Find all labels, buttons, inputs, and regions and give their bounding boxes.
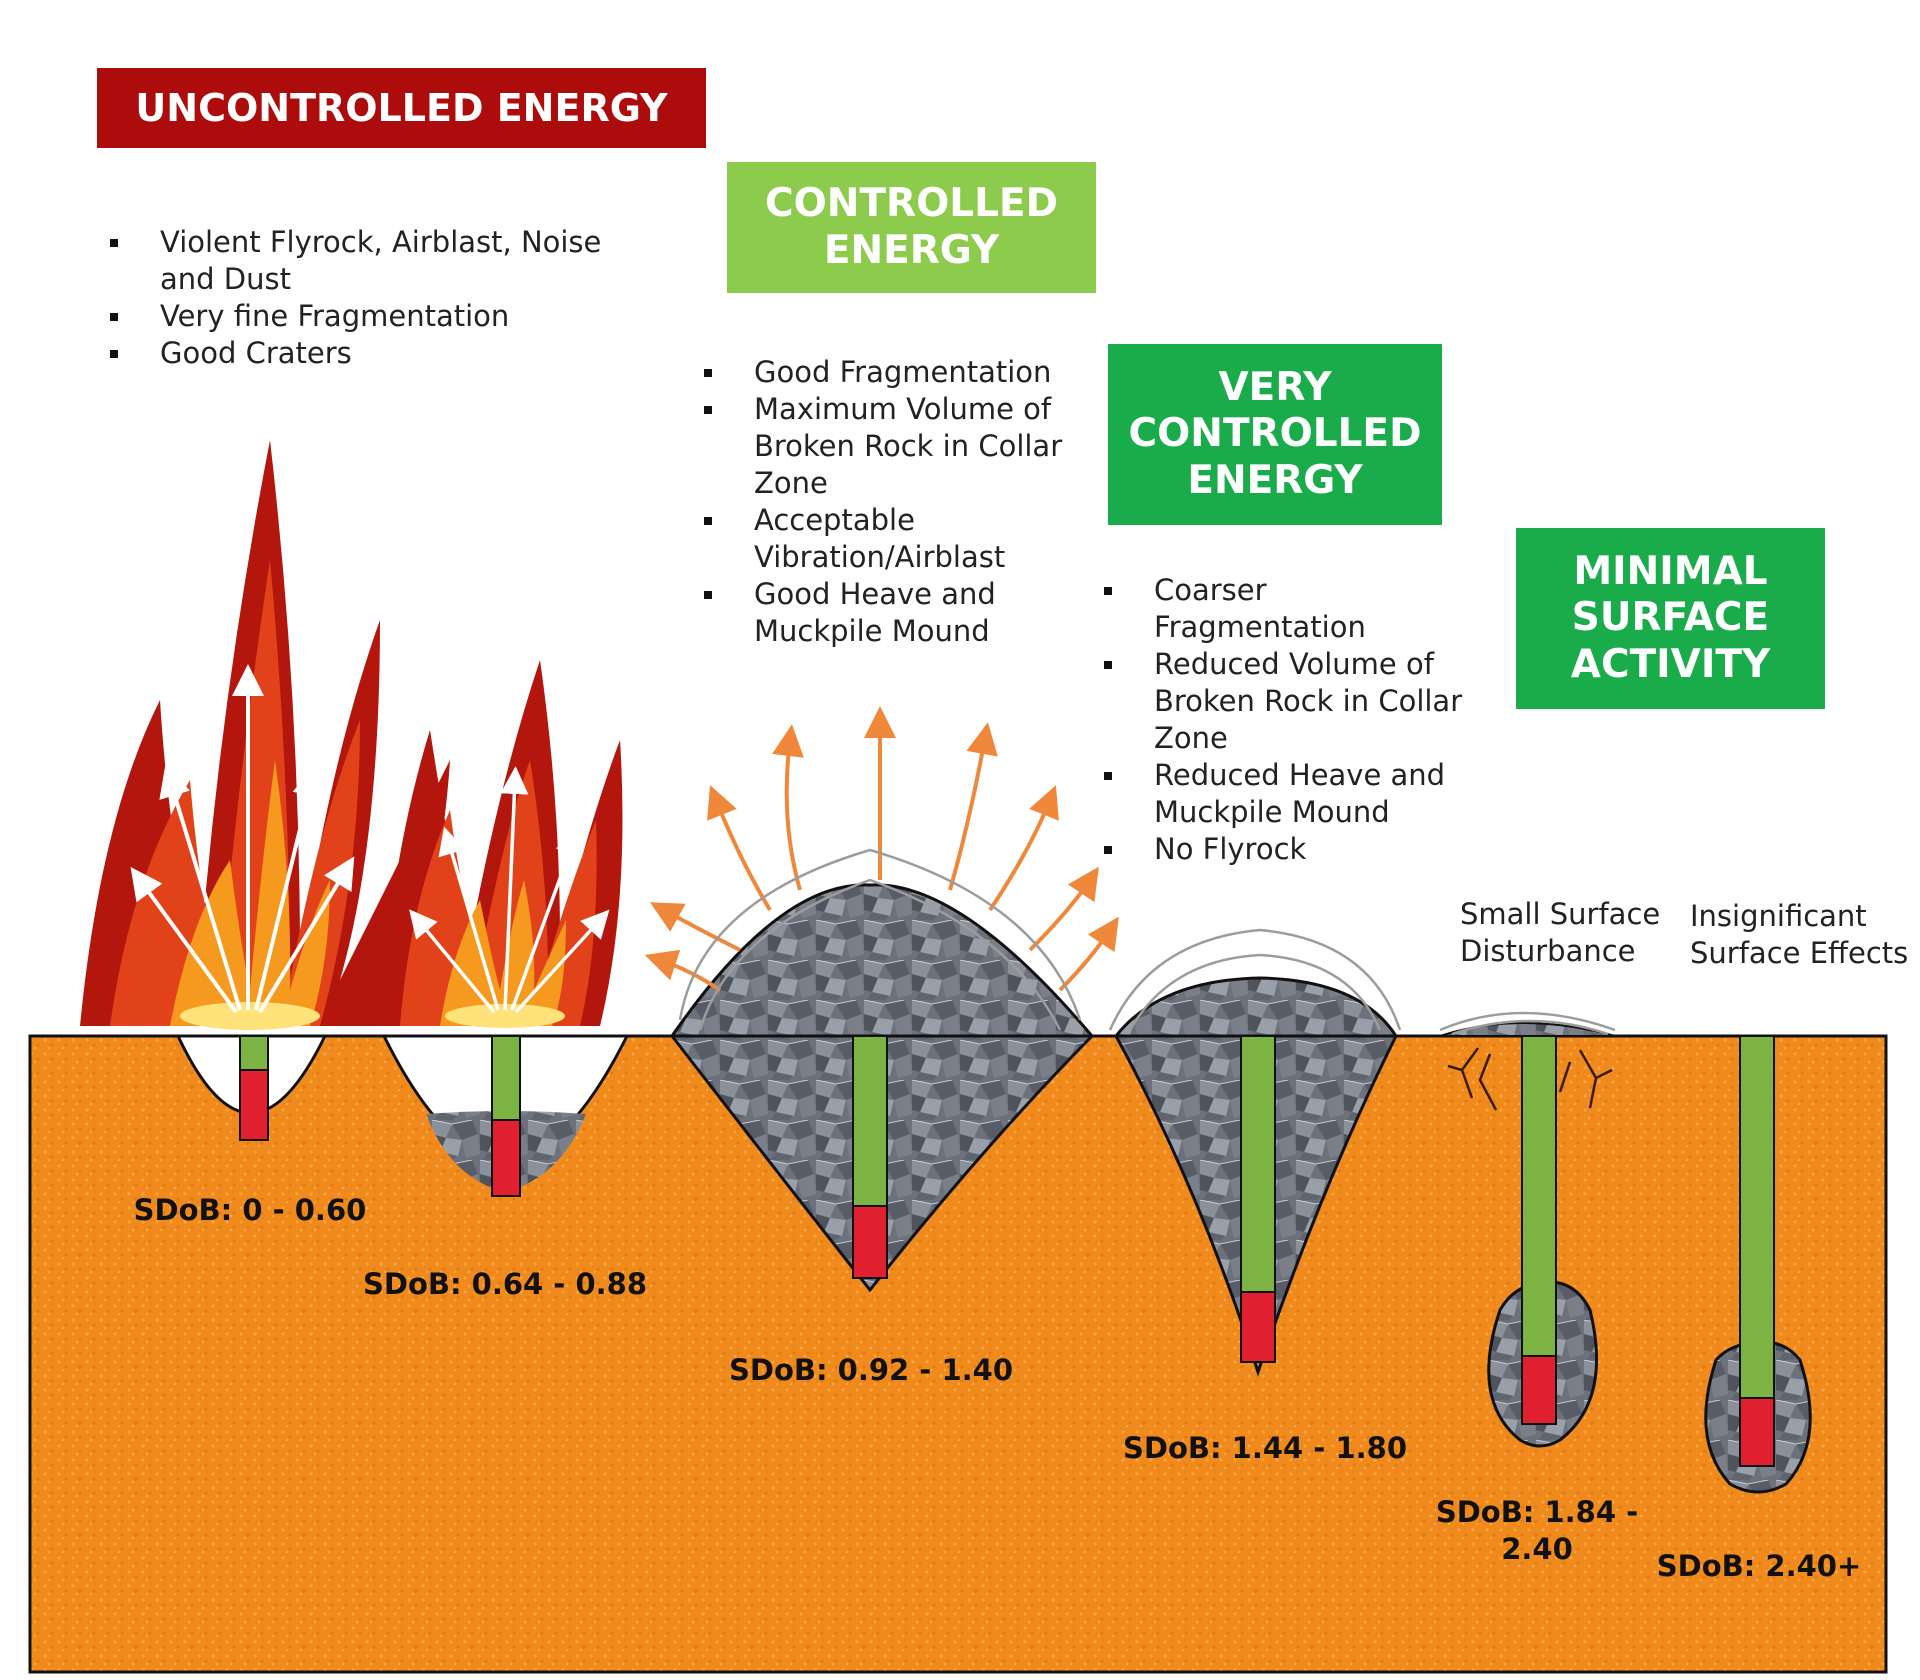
hole-4-stemming <box>1240 1035 1276 1293</box>
hole-6-charge <box>1739 1397 1775 1467</box>
bullet-item: Good Heave and Muckpile Mound <box>694 576 1074 650</box>
hole-2-charge <box>491 1119 521 1197</box>
minimal-line-3: ACTIVITY <box>1570 641 1771 687</box>
crater-4-mound <box>1112 976 1399 1038</box>
explosion-flames-2 <box>380 660 623 1028</box>
hole-5-charge <box>1521 1355 1557 1425</box>
hole-3-charge <box>852 1205 888 1279</box>
shock-lines <box>678 848 1616 1036</box>
surface-cracks <box>1447 1047 1613 1111</box>
small-surface-disturbance-caption: Small Surface Disturbance <box>1460 897 1661 968</box>
hole-6-stemming <box>1739 1035 1775 1399</box>
bullet-item: No Flyrock <box>1094 831 1474 868</box>
bullet-item: Reduced Heave and Muckpile Mound <box>1094 757 1474 831</box>
controlled-energy-heading: CONTROLLED ENERGY <box>727 162 1096 293</box>
bullet-item: Reduced Volume of Broken Rock in Collar … <box>1094 646 1474 757</box>
sdob-label-2: SDoB: 0.64 - 0.88 <box>362 1267 647 1301</box>
controlled-line-1: CONTROLLED <box>765 181 1058 227</box>
bullet-item: Acceptable Vibration/Airblast <box>694 502 1074 576</box>
uncontrolled-energy-heading: UNCONTROLLED ENERGY <box>97 68 706 148</box>
uncontrolled-energy-text: UNCONTROLLED ENERGY <box>135 85 668 130</box>
bullet-item: Good Fragmentation <box>694 354 1074 391</box>
very-controlled-line-1: VERY <box>1218 365 1332 411</box>
hole-5-stemming <box>1521 1035 1557 1357</box>
minimal-line-1: MINIMAL <box>1573 549 1768 595</box>
very-controlled-bullet-list: Coarser Fragmentation Reduced Volume of … <box>1094 572 1474 868</box>
very-controlled-line-3: ENERGY <box>1187 457 1363 503</box>
hole-4-charge <box>1240 1291 1276 1363</box>
hole-2-stemming <box>491 1035 521 1121</box>
blast-holes <box>239 1035 1775 1467</box>
bullet-item: Good Craters <box>100 335 660 372</box>
sdob-label-4: SDoB: 1.44 - 1.80 <box>1122 1431 1407 1465</box>
minimal-surface-activity-heading: MINIMAL SURFACE ACTIVITY <box>1516 528 1825 709</box>
sdob-label-3: SDoB: 0.92 - 1.40 <box>728 1353 1013 1387</box>
bullet-item: Coarser Fragmentation <box>1094 572 1474 646</box>
hole-3-stemming <box>852 1035 888 1207</box>
bullet-item: Maximum Volume of Broken Rock in Collar … <box>694 391 1074 502</box>
insignificant-surface-effects-caption: Insignificant Surface Effects <box>1690 899 1909 970</box>
bullet-item: Violent Flyrock, Airblast, Noise and Dus… <box>100 224 660 298</box>
hole-1-charge <box>239 1069 269 1141</box>
controlled-bullet-list: Good Fragmentation Maximum Volume of Bro… <box>694 354 1074 650</box>
controlled-line-2: ENERGY <box>823 227 1000 273</box>
bullet-item: Very fine Fragmentation <box>100 298 660 335</box>
very-controlled-energy-heading: VERY CONTROLLED ENERGY <box>1108 344 1442 525</box>
explosion-flames-1 <box>80 440 450 1030</box>
sdob-label-1: SDoB: 0 - 0.60 <box>133 1193 367 1227</box>
crater-3-mound <box>669 883 1096 1038</box>
sdob-label-6: SDoB: 2.40+ <box>1656 1549 1862 1583</box>
uncontrolled-bullet-list: Violent Flyrock, Airblast, Noise and Dus… <box>100 224 660 372</box>
minimal-line-2: SURFACE <box>1571 595 1770 641</box>
very-controlled-line-2: CONTROLLED <box>1128 411 1422 457</box>
hole-1-stemming <box>239 1035 269 1071</box>
sdob-label-5: SDoB: 1.84 - 2.40 <box>1435 1495 1639 1566</box>
